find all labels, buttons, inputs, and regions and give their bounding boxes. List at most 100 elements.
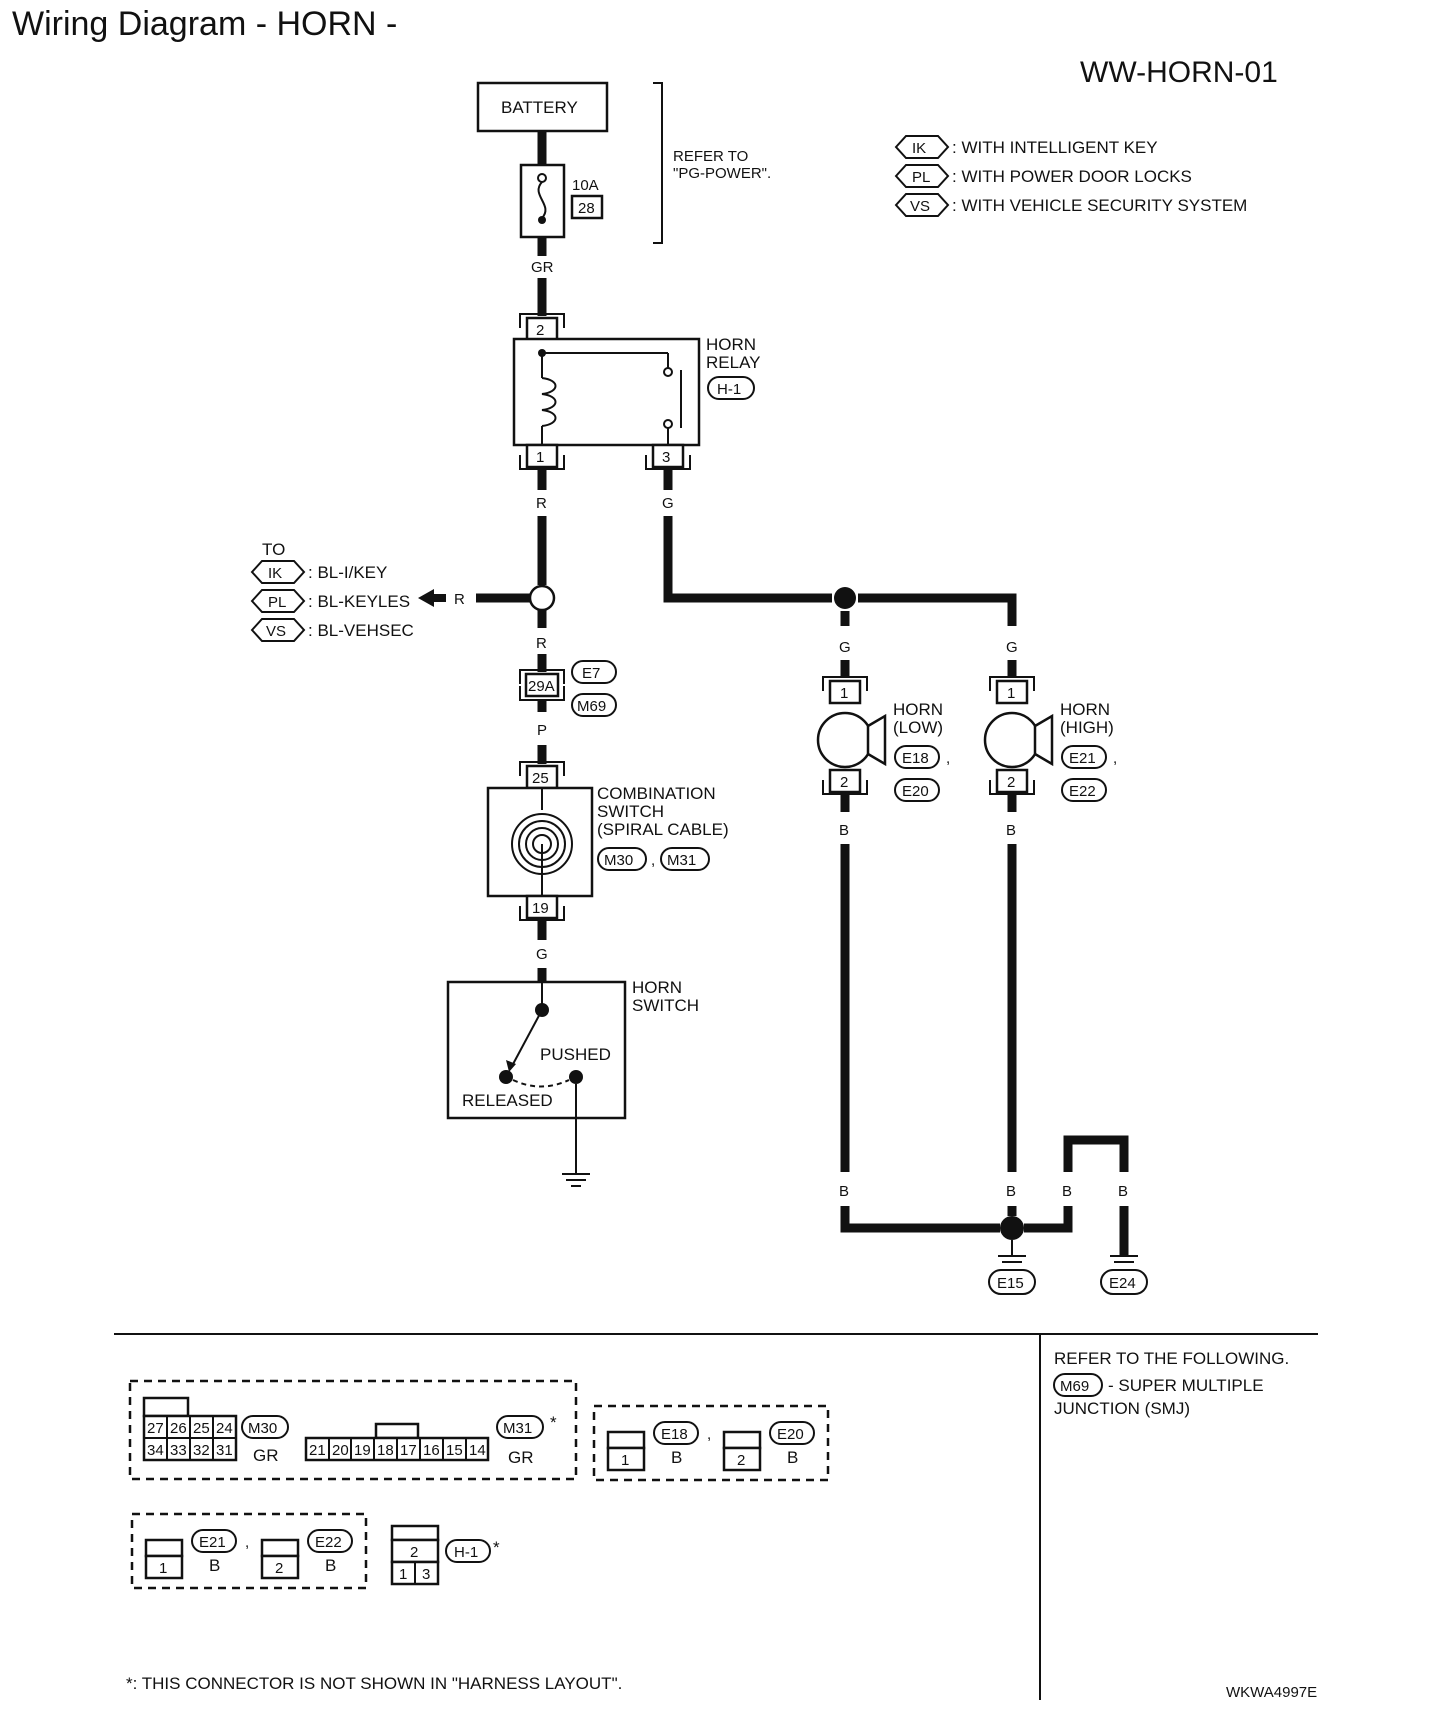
e21-label-badge (191, 1529, 237, 1553)
horn-relay: 2 1 3 HORN RELAY H-1 (512, 313, 761, 470)
wire-color-b-3: B (1062, 1183, 1072, 1200)
horn-high-bell (1033, 713, 1054, 767)
relay-connector: H-1 (717, 381, 741, 398)
figure-id: WKWA4997E (1226, 1684, 1317, 1701)
footnote: *: THIS CONNECTOR IS NOT SHOWN IN "HARNE… (126, 1674, 622, 1693)
refer-badge-shape (1053, 1373, 1103, 1397)
to-ik-badge (250, 560, 306, 584)
ground-e15: E15 (997, 1275, 1024, 1292)
to-ik-badge-text: IK (268, 565, 282, 582)
horn-high-pin1: 1 (1007, 685, 1015, 702)
horn-switch-label-line1: HORN (632, 978, 682, 997)
h1-latch (390, 1524, 440, 1542)
e22-label-badge (307, 1529, 353, 1553)
horn-low-c2: E20 (902, 783, 929, 800)
battery-box (476, 81, 609, 133)
relay-contact-1 (663, 367, 673, 377)
relay-connector-badge (707, 376, 755, 400)
refer-to-line2: "PG-POWER". (673, 165, 771, 182)
to-vs-badge-text: VS (266, 623, 286, 640)
b-wire-bottom-left (840, 1206, 1000, 1233)
horn-low-label-line1: HORN (893, 700, 943, 719)
h1-label-badge (445, 1539, 491, 1563)
diagram-code: WW-HORN-01 (1080, 56, 1278, 89)
legend: IK : WITH INTELLIGENT KEY PL : WITH POWE… (894, 135, 1247, 217)
m31-pin-19: 19 (354, 1442, 371, 1459)
battery-label: BATTERY (501, 98, 578, 117)
combo-pin-bottom-box (525, 894, 559, 920)
e21-top (144, 1538, 184, 1558)
e20-label-badge (769, 1421, 815, 1445)
horn-high: 1 2 HORN (HIGH) E21 , E22 (983, 676, 1117, 802)
to-pl-badge-text: PL (268, 594, 286, 611)
m30-pin-26: 26 (170, 1420, 187, 1437)
to-arrow-icon (418, 589, 446, 607)
combo-c2-badge (660, 847, 710, 871)
wire-color-g-low: G (839, 639, 851, 656)
m31-color: GR (508, 1448, 534, 1467)
e21-pin: 1 (159, 1560, 167, 1577)
refer-badge: M69 (1060, 1378, 1089, 1395)
legend-ik-badge-text: IK (912, 140, 926, 157)
wire-color-p: P (537, 722, 547, 739)
refer-block: REFER TO THE FOLLOWING. M69 - SUPER MULT… (1053, 1349, 1289, 1418)
horn-switch-released: RELEASED (462, 1091, 553, 1110)
e20-color: B (787, 1448, 798, 1467)
m30-latch (142, 1396, 190, 1418)
relay-pin-left-box (525, 443, 559, 469)
wire-color-gr: GR (531, 259, 554, 276)
horn-switch-contact-released (499, 1070, 513, 1084)
horn-high-c1-badge (1061, 745, 1107, 769)
m31-pin-17: 17 (400, 1442, 417, 1459)
junction-pin-box (524, 672, 560, 698)
horn-high-pin2-box (995, 768, 1029, 794)
horn-high-body (983, 711, 1041, 769)
horn-low-pin1-box (828, 679, 862, 705)
to-pl-text: : BL-KEYLES (308, 592, 410, 611)
relay-pin-right: 3 (662, 449, 670, 466)
g-main-wire (663, 516, 832, 603)
horn-low: 1 2 HORN (LOW) E18 , E20 (816, 676, 950, 802)
combo-label-line2: SWITCH (597, 802, 664, 821)
h1-pin-left: 1 (399, 1566, 407, 1583)
e21-comma: , (245, 1534, 249, 1551)
horn-switch-pushed: PUSHED (540, 1045, 611, 1064)
h1-pin-right: 3 (422, 1566, 430, 1583)
combo-c2: M31 (667, 852, 696, 869)
m31-pin-18: 18 (377, 1442, 394, 1459)
legend-pl-badge (894, 164, 950, 188)
combo-pin-bottom: 19 (532, 900, 549, 917)
e22-pin: 2 (275, 1560, 283, 1577)
refer-line3: JUNCTION (SMJ) (1054, 1399, 1190, 1418)
combination-switch: 25 19 COMBINATION SWITCH (SPIRAL CABLE) … (486, 761, 729, 921)
m31-label-badge (496, 1415, 544, 1439)
junction-pin: 29A (528, 678, 555, 695)
fuse-number: 28 (578, 200, 595, 217)
junction-c2-badge (571, 693, 617, 717)
e20-top (722, 1430, 762, 1450)
refer-bracket (653, 82, 663, 244)
e18-top (606, 1430, 646, 1450)
combo-label-line3: (SPIRAL CABLE) (597, 820, 729, 839)
to-ik-text: : BL-I/KEY (308, 563, 387, 582)
fuse-element (537, 181, 547, 219)
wire-color-b-1: B (839, 1183, 849, 1200)
e22-label: E22 (315, 1534, 342, 1551)
to-label: TO (262, 540, 285, 559)
connector-group-m30-m31: 27 26 25 24 34 33 32 31 M30 GR 21 20 19 … (128, 1379, 578, 1481)
connector-group-3-border (130, 1512, 368, 1590)
e18-label: E18 (661, 1426, 688, 1443)
b-splice (1000, 1216, 1024, 1240)
h1-pin-top: 2 (410, 1544, 418, 1561)
horn-low-c2-badge (894, 778, 940, 802)
horn-high-c2-badge (1061, 778, 1107, 802)
horn-switch-box (446, 980, 627, 1120)
horn-low-label-line2: (LOW) (893, 718, 943, 737)
connector-group-e18-e20: 1 E18 , B 2 E20 B (592, 1404, 830, 1482)
e21-body (144, 1554, 184, 1580)
m30-pin-33: 33 (170, 1442, 187, 1459)
ground-e15-badge (988, 1269, 1036, 1295)
r-splice (528, 584, 556, 612)
m31-pin-15: 15 (446, 1442, 463, 1459)
m30-pin-25: 25 (193, 1420, 210, 1437)
